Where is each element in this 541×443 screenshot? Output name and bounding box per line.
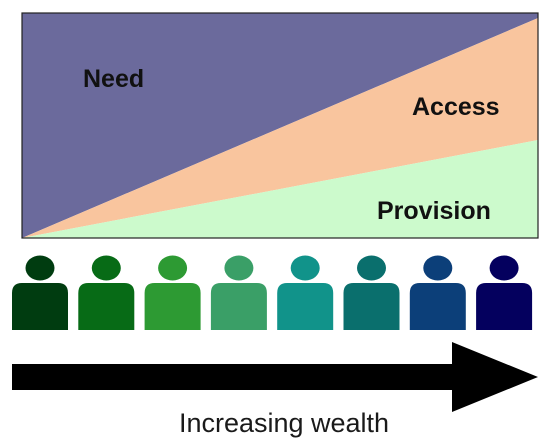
person-6 — [343, 255, 400, 330]
provision-region — [22, 140, 538, 238]
person-head — [489, 255, 519, 281]
person-5 — [277, 255, 334, 330]
access-label: Access — [412, 93, 500, 121]
person-1 — [12, 255, 68, 330]
person-8 — [476, 255, 533, 330]
person-head — [290, 255, 320, 281]
person-body — [277, 283, 334, 330]
person-body — [12, 283, 68, 330]
panel-border — [21, 12, 539, 239]
person-head — [224, 255, 254, 281]
person-head — [357, 255, 386, 281]
person-body — [476, 283, 533, 330]
need-region — [22, 13, 538, 238]
wealth-arrow — [12, 342, 538, 412]
person-body — [210, 283, 267, 330]
people-row — [12, 255, 533, 330]
provision-label: Provision — [377, 197, 491, 225]
person-body — [144, 283, 201, 330]
need-label: Need — [83, 65, 144, 93]
person-body — [409, 283, 466, 330]
person-4 — [210, 255, 267, 330]
arrow-shape — [12, 342, 538, 412]
person-head — [423, 255, 453, 281]
person-head — [158, 255, 188, 281]
person-2 — [78, 255, 135, 330]
caption: Increasing wealth — [179, 408, 389, 438]
person-body — [78, 283, 135, 330]
person-7 — [409, 255, 466, 330]
person-head — [25, 255, 55, 281]
person-body — [343, 283, 400, 330]
person-head — [91, 255, 121, 281]
person-3 — [144, 255, 201, 330]
needs-panel: Need Access Provision — [21, 12, 539, 239]
access-region — [22, 18, 538, 238]
